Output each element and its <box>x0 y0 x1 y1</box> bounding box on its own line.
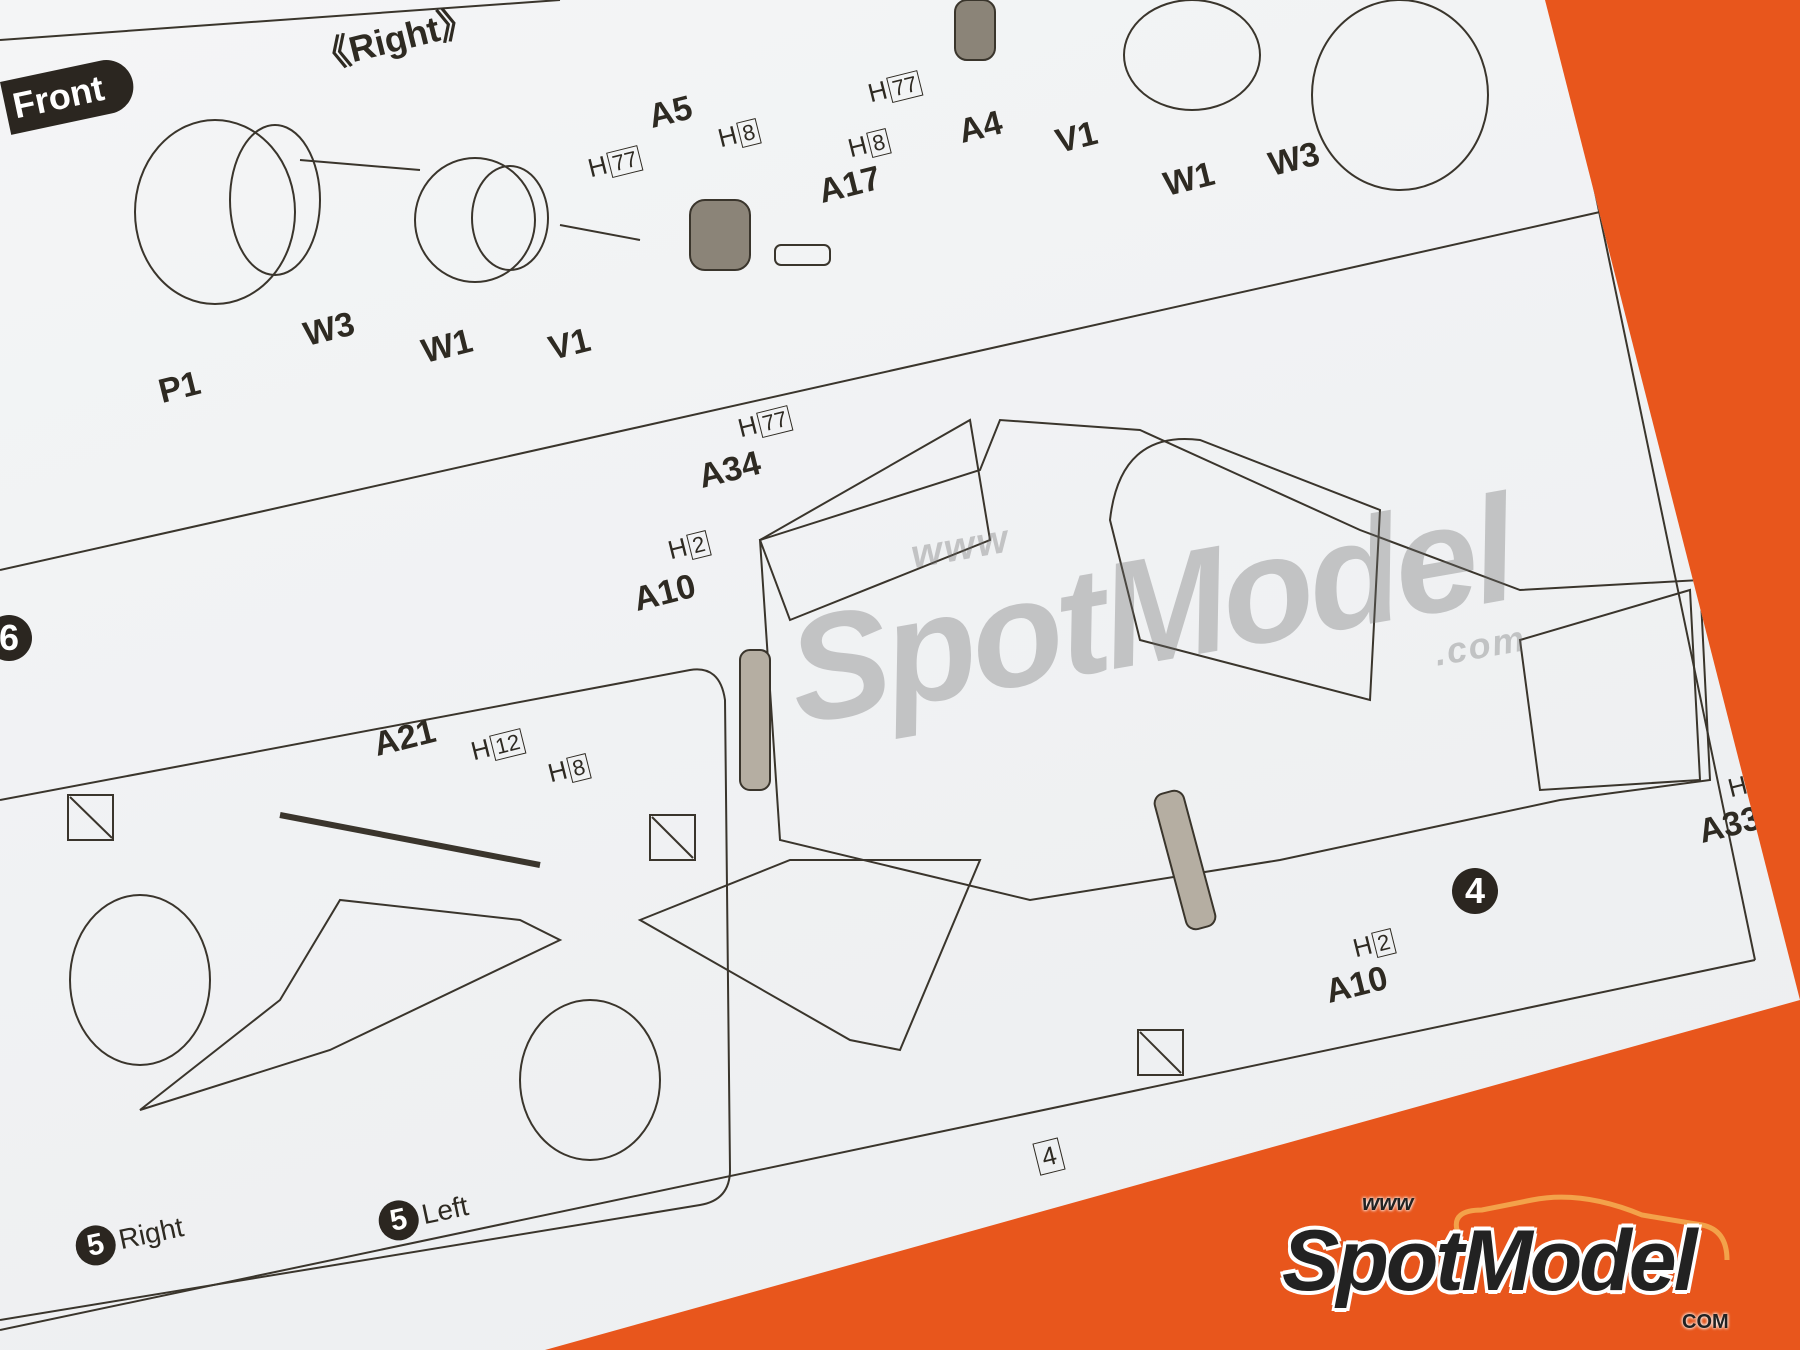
no-glue-icon <box>67 794 114 841</box>
tire-top-right <box>1311 0 1489 191</box>
hub-a5 <box>689 199 751 271</box>
logo-name: SpotModel <box>1282 1213 1697 1309</box>
shock-a10-right <box>1153 789 1217 931</box>
shock-a10-left <box>739 649 771 791</box>
no-glue-icon <box>1137 1029 1184 1076</box>
front-nose <box>637 859 982 1052</box>
inset-frame <box>0 668 732 1321</box>
section-divider-middle <box>0 211 1601 571</box>
section-divider-top <box>0 0 561 41</box>
step-ref-4: 4 <box>1452 868 1498 914</box>
inset-tire-right <box>69 894 211 1066</box>
tie-rod-a21 <box>279 812 541 868</box>
logo-www: www <box>1362 1190 1414 1215</box>
car-outline-icon <box>1453 1194 1730 1261</box>
logo-com: COM <box>1682 1311 1729 1333</box>
seat <box>1108 438 1382 702</box>
sheet-frame-bottom <box>0 959 1756 1331</box>
wheel-w1 <box>414 157 536 283</box>
sidepod-a34 <box>758 418 992 622</box>
inset-chassis <box>139 898 563 1111</box>
tire-p1 <box>134 119 296 305</box>
no-glue-icon <box>649 814 696 861</box>
inset-tire-left <box>519 999 661 1161</box>
sidepod-a33 <box>1518 588 1702 792</box>
spotmodel-logo: www SpotModel COM <box>1282 1190 1742 1340</box>
